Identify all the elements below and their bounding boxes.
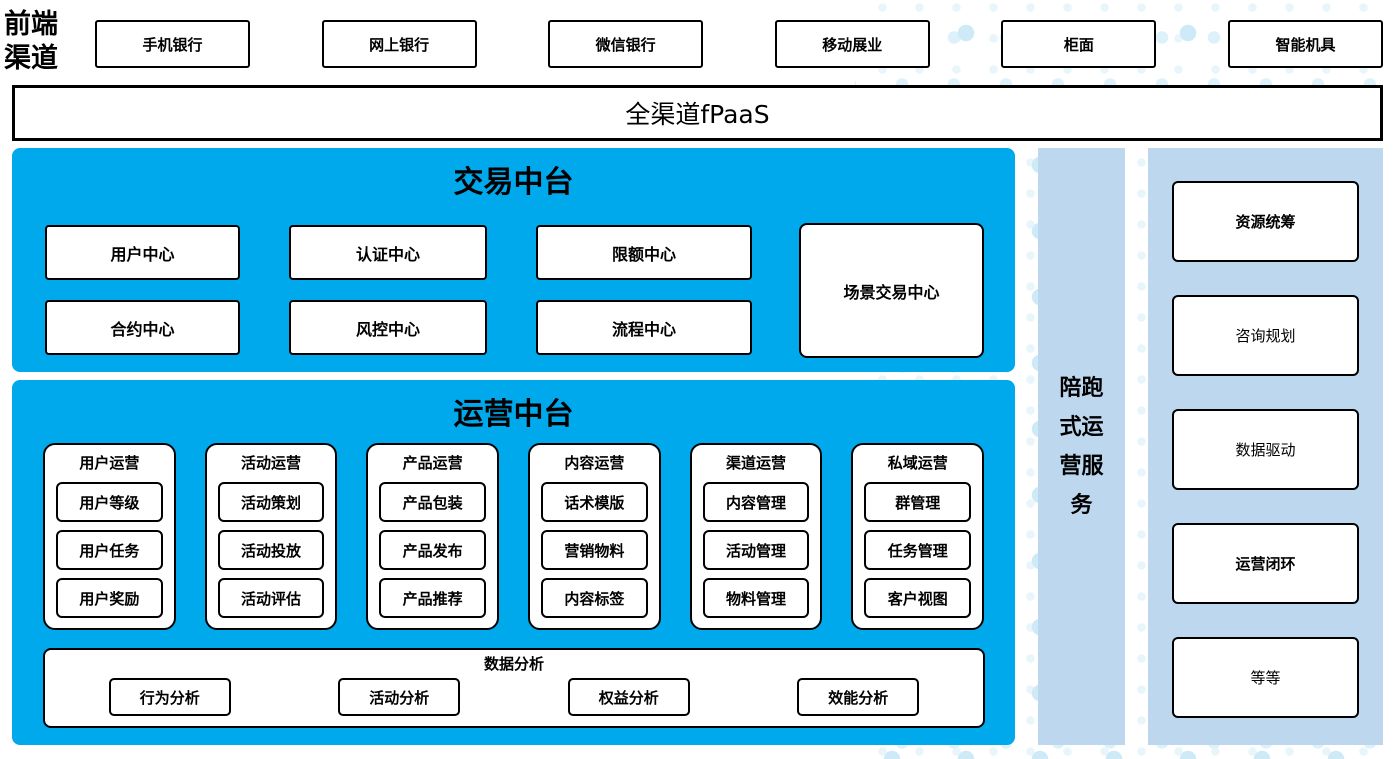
channel-box-mobile-banking: 手机银行 (95, 20, 250, 68)
op-group-title: 内容运营 (564, 454, 625, 472)
value-box-resource: 资源统筹 (1172, 181, 1359, 262)
scene-transaction-center-box: 场景交易中心 (799, 223, 984, 358)
op-item: 活动策划 (217, 482, 325, 522)
op-item: 话术模版 (541, 482, 648, 522)
center-box-limit: 限额中心 (536, 225, 752, 280)
op-group-title: 产品运营 (402, 454, 463, 472)
transaction-platform-title: 交易中台 (453, 165, 574, 200)
channel-box-smart-devices: 智能机具 (1227, 20, 1383, 68)
analysis-item-behavior: 行为分析 (108, 678, 231, 716)
op-item: 活动评估 (217, 578, 325, 618)
transaction-centers-grid: 用户中心 认证中心 限额中心 合约中心 风控中心 流程中心 (45, 225, 752, 355)
op-item: 用户任务 (56, 530, 163, 570)
companion-service-column: 陪跑式运营服务 (1038, 148, 1125, 745)
transaction-platform-panel: 交易中台 用户中心 认证中心 限额中心 合约中心 风控中心 流程中心 场景交易中… (12, 148, 1015, 372)
op-item: 任务管理 (864, 530, 972, 570)
companion-service-label: 陪跑式运营服务 (1059, 375, 1104, 518)
channel-box-counter: 柜面 (1001, 20, 1157, 68)
op-item: 内容管理 (702, 482, 810, 522)
op-group-title: 渠道运营 (726, 454, 787, 472)
op-item: 客户视图 (864, 578, 972, 618)
center-box-risk: 风控中心 (289, 300, 487, 355)
op-item: 用户等级 (56, 482, 163, 522)
op-item: 产品包装 (379, 482, 487, 522)
operation-platform-panel: 运营中台 用户运营 用户等级 用户任务 用户奖励 活动运营 活动策划 活动投放 … (12, 380, 1015, 745)
op-item: 营销物料 (541, 530, 648, 570)
analysis-item-efficiency: 效能分析 (797, 678, 920, 716)
op-group-product: 产品运营 产品包装 产品发布 产品推荐 (366, 443, 500, 630)
operation-groups-row: 用户运营 用户等级 用户任务 用户奖励 活动运营 活动策划 活动投放 活动评估 … (43, 443, 985, 630)
op-group-title: 用户运营 (79, 454, 140, 472)
operation-platform-title: 运营中台 (453, 397, 574, 432)
value-box-data-driven: 数据驱动 (1172, 409, 1359, 490)
front-channel-label: 前端渠道 (4, 9, 58, 74)
op-group-private-domain: 私域运营 群管理 任务管理 客户视图 (851, 443, 985, 630)
data-analysis-items: 行为分析 活动分析 权益分析 效能分析 (45, 676, 983, 716)
channel-box-wechat-banking: 微信银行 (548, 20, 704, 68)
op-group-user: 用户运营 用户等级 用户任务 用户奖励 (43, 443, 176, 630)
center-box-contract: 合约中心 (45, 300, 240, 355)
op-item: 活动投放 (217, 530, 325, 570)
front-channel-row: 手机银行 网上银行 微信银行 移动展业 柜面 智能机具 (95, 20, 1383, 68)
op-item: 产品推荐 (379, 578, 487, 618)
data-analysis-title: 数据分析 (483, 655, 544, 673)
value-box-closed-loop: 运营闭环 (1172, 523, 1359, 604)
op-item: 用户奖励 (56, 578, 163, 618)
op-item: 群管理 (864, 482, 972, 522)
channel-box-mobile-marketing: 移动展业 (774, 20, 930, 68)
service-values-column: 资源统筹 咨询规划 数据驱动 运营闭环 等等 (1148, 148, 1383, 745)
op-group-content: 内容运营 话术模版 营销物料 内容标签 (528, 443, 661, 630)
op-item: 产品发布 (379, 530, 487, 570)
value-box-consulting: 咨询规划 (1172, 295, 1359, 376)
center-box-auth: 认证中心 (289, 225, 487, 280)
op-group-title: 私域运营 (887, 454, 948, 472)
op-item: 物料管理 (702, 578, 810, 618)
op-group-channel: 渠道运营 内容管理 活动管理 物料管理 (689, 443, 823, 630)
omni-channel-fpaas-bar: 全渠道fPaaS (12, 85, 1383, 141)
center-box-process: 流程中心 (536, 300, 752, 355)
analysis-item-activity: 活动分析 (338, 678, 461, 716)
op-group-activity: 活动运营 活动策划 活动投放 活动评估 (204, 443, 338, 630)
data-analysis-box: 数据分析 行为分析 活动分析 权益分析 效能分析 (43, 648, 985, 728)
op-group-title: 活动运营 (241, 454, 302, 472)
op-item: 活动管理 (702, 530, 810, 570)
value-box-etc: 等等 (1172, 637, 1359, 718)
analysis-item-rights: 权益分析 (567, 678, 690, 716)
op-item: 内容标签 (541, 578, 648, 618)
channel-box-online-banking: 网上银行 (321, 20, 477, 68)
center-box-user: 用户中心 (45, 225, 240, 280)
